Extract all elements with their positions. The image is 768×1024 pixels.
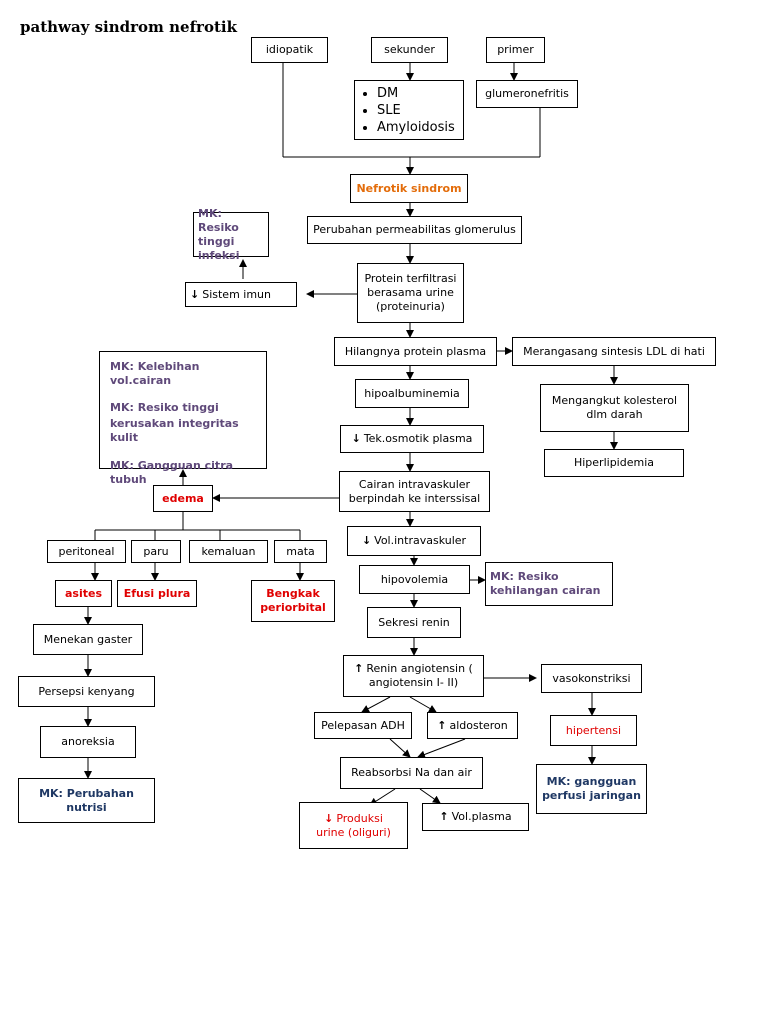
node-vol-intravaskuler: ↓Vol.intravaskuler: [347, 526, 481, 556]
arrow-down-icon: ↓: [361, 534, 372, 547]
arrow-up-icon: ↑: [439, 810, 449, 823]
mk-kelebihan-vol-cairan-group: MK: Kelebihan vol.cairan MK: Resiko ting…: [99, 351, 267, 486]
arrow-up-icon: ↑: [354, 662, 364, 675]
node-primer: primer: [486, 37, 545, 63]
list-item-amyloidosis: Amyloidosis: [377, 119, 455, 136]
node-kemaluan: kemaluan: [189, 540, 268, 563]
node-pelepasan-adh: Pelepasan ADH: [314, 712, 412, 739]
node-paru: paru: [131, 540, 181, 563]
node-sistem-imun: ↓Sistem imun: [185, 282, 297, 307]
node-hiperlipidemia: Hiperlipidemia: [544, 449, 684, 477]
arrow-down-icon: ↓: [324, 811, 334, 825]
node-secondary-causes-list: DM SLE Amyloidosis: [354, 80, 464, 140]
node-hipovolemia: hipovolemia: [359, 565, 470, 594]
node-peritoneal: peritoneal: [47, 540, 126, 563]
node-efusi-plura: Efusi plura: [117, 580, 197, 607]
node-idiopatik: idiopatik: [251, 37, 328, 63]
node-sekresi-renin: Sekresi renin: [367, 607, 461, 638]
list-item-sle: SLE: [377, 102, 455, 119]
node-sekunder: sekunder: [371, 37, 448, 63]
node-nefrotik-sindrom: Nefrotik sindrom: [350, 174, 468, 203]
node-hipertensi: hipertensi: [550, 715, 637, 746]
node-hilangnya-protein-plasma: Hilangnya protein plasma: [334, 337, 497, 366]
page-title: pathway sindrom nefrotik: [20, 18, 237, 36]
node-edema: edema: [153, 485, 213, 512]
secondary-causes-list: DM SLE Amyloidosis: [359, 85, 455, 136]
node-mata: mata: [274, 540, 327, 563]
node-anoreksia: anoreksia: [40, 726, 136, 758]
node-perubahan-permeabilitas: Perubahan permeabilitas glomerulus: [307, 216, 522, 244]
node-glumeronefritis: glumeronefritis: [476, 80, 578, 108]
node-aldosteron: ↑aldosteron: [427, 712, 518, 739]
arrow-up-icon: ↑: [437, 718, 447, 732]
arrow-down-icon: ↓: [190, 287, 200, 301]
node-vasokonstriksi: vasokonstriksi: [541, 664, 642, 693]
arrow-down-icon: ↓: [351, 432, 361, 445]
node-tek-osmotik-plasma: ↓Tek.osmotik plasma: [340, 425, 484, 453]
list-item-dm: DM: [377, 85, 455, 102]
node-persepsi-kenyang: Persepsi kenyang: [18, 676, 155, 707]
node-sintesis-ldl: Merangasang sintesis LDL di hati: [512, 337, 716, 366]
node-hipoalbuminemia: hipoalbuminemia: [355, 379, 469, 408]
node-menekan-gaster: Menekan gaster: [33, 624, 143, 655]
node-vol-plasma: ↑Vol.plasma: [422, 803, 529, 831]
node-asites: asites: [55, 580, 112, 607]
node-reabsorbsi-na-air: Reabsorbsi Na dan air: [340, 757, 483, 789]
node-renin-angiotensin: ↑Renin angiotensin (angiotensin I- II): [343, 655, 484, 697]
